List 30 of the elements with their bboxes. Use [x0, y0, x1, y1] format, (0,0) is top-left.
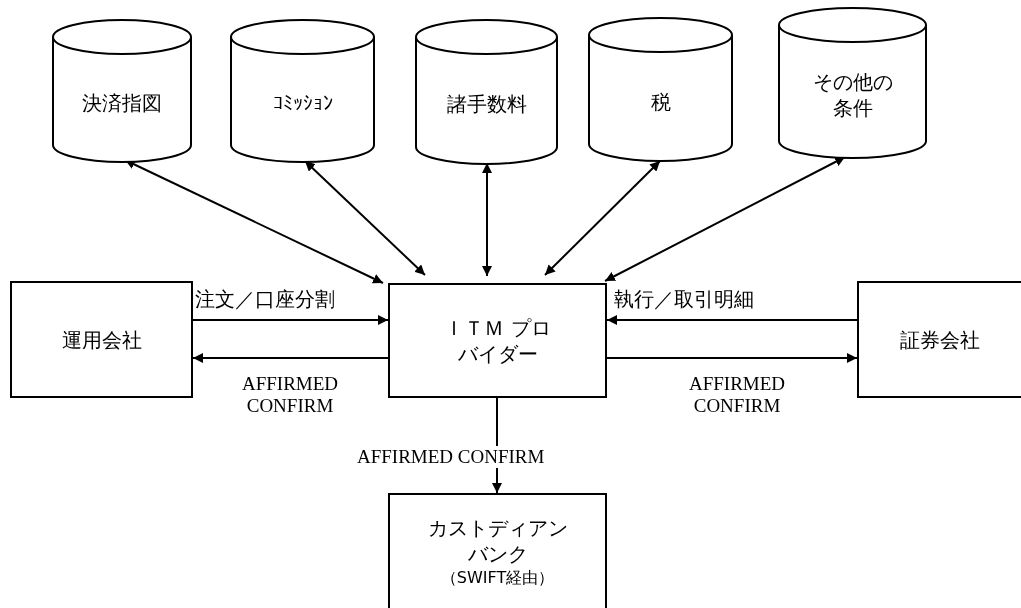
arrow	[304, 160, 426, 276]
entity-box	[857, 281, 1021, 398]
arrow	[192, 353, 389, 363]
node-label: カストディアンバンク	[426, 515, 569, 567]
arrow	[544, 160, 661, 276]
arrow	[606, 353, 858, 363]
node-label: 運用会社	[61, 326, 142, 353]
arrow	[606, 315, 858, 325]
database-cylinder	[52, 20, 192, 162]
edge-label: AFFIRMED CONFIRM	[357, 446, 545, 468]
arrow	[192, 315, 389, 325]
note-text: （SWIFT経由）	[440, 567, 555, 589]
entity-box	[10, 281, 193, 398]
node-label: その他の条件	[811, 69, 894, 121]
database-cylinder	[588, 18, 733, 161]
edge-label: 注文／口座分割	[195, 286, 335, 312]
node-label: 証券会社	[900, 326, 980, 353]
arrow	[482, 162, 492, 277]
entity-box	[388, 493, 607, 608]
entity-box	[388, 283, 607, 398]
database-cylinder	[415, 20, 558, 164]
database-cylinder	[230, 20, 375, 162]
node-label: 諸手数料	[446, 91, 527, 117]
node-label: 税	[650, 88, 671, 115]
arrow	[604, 156, 846, 282]
node-label: 決済指図	[82, 90, 162, 116]
node-label: ｺﾐｯｼｮﾝ	[272, 90, 333, 116]
node-label: ＩＴＭ プロバイダー	[443, 314, 552, 367]
database-cylinder	[778, 8, 927, 158]
edge-label: 執行／取引明細	[614, 286, 754, 312]
